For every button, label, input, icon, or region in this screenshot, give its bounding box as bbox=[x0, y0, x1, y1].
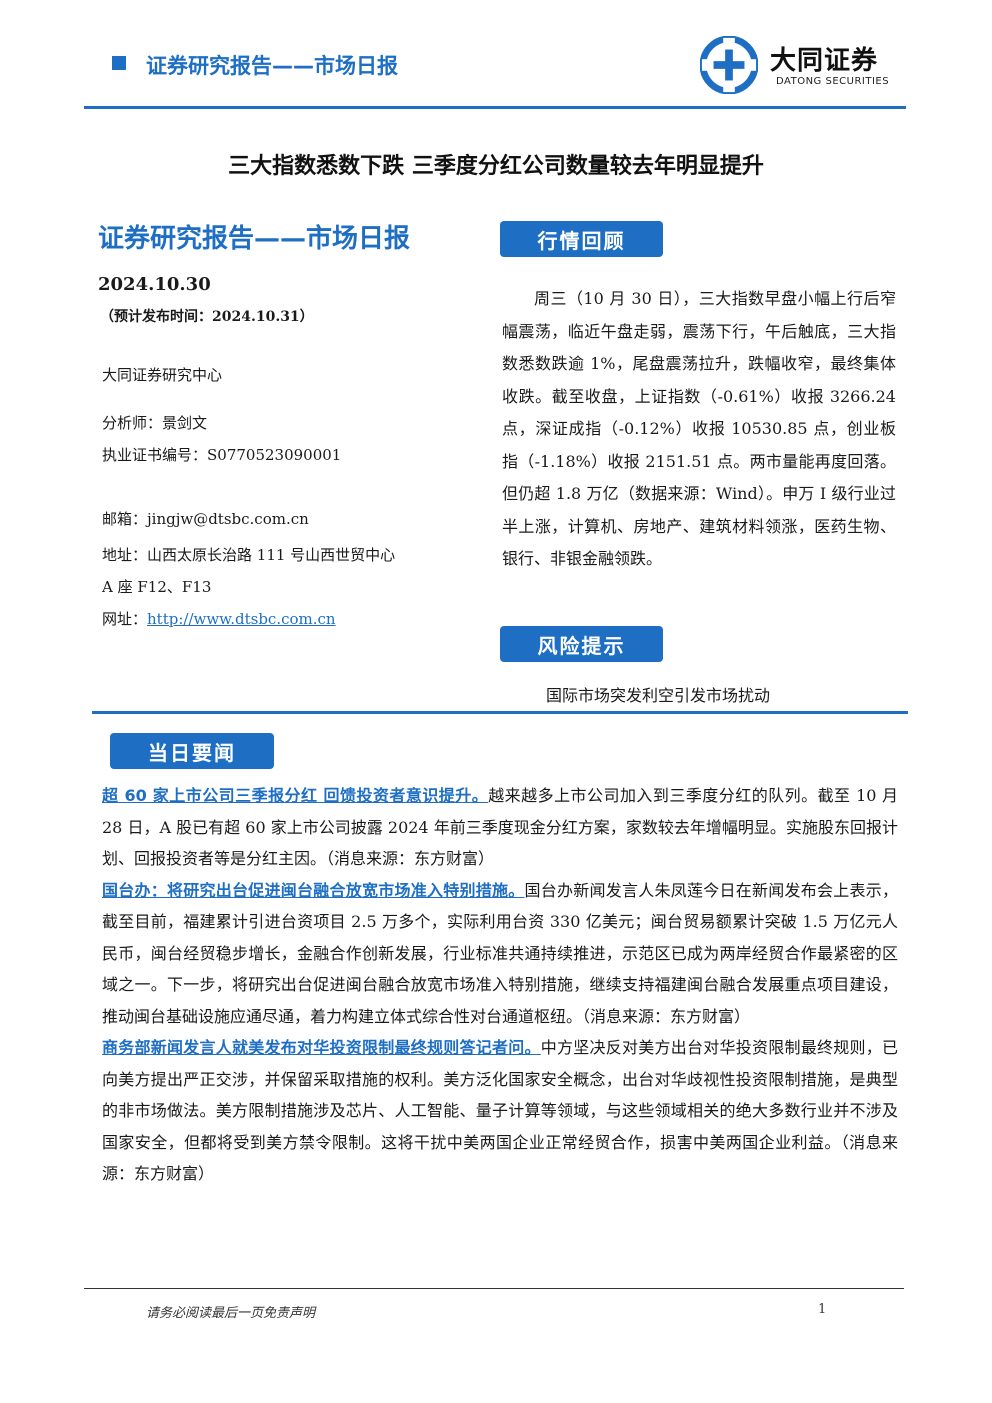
news-body: 国台办新闻发言人朱凤莲今日在新闻发布会上表示，截至目前，福建累计引进台资项目 2… bbox=[102, 880, 898, 1026]
website-link[interactable]: http://www.dtsbc.com.cn bbox=[147, 610, 336, 628]
website-label: 网址： bbox=[102, 610, 148, 628]
left-report-heading: 证券研究报告——市场日报 bbox=[98, 224, 411, 254]
section-divider bbox=[92, 711, 908, 714]
news-body: 中方坚决反对美方出台对华投资限制最终规则，已向美方提出严正交涉，并保留采取措施的… bbox=[102, 1038, 898, 1183]
report-date: 2024.10.30 bbox=[98, 274, 211, 295]
logo-english-name: DATONG SECURITIES bbox=[776, 76, 890, 87]
news-item: 商务部新闻发言人就美发布对华投资限制最终规则答记者问。中方坚决反对美方出台对华投… bbox=[102, 1032, 898, 1190]
news-headline-link[interactable]: 国台办：将研究出台促进闽台融合放宽市场准入特别措施。 bbox=[102, 880, 525, 900]
daily-news-label: 当日要闻 bbox=[110, 733, 274, 769]
header-square-icon bbox=[112, 56, 126, 70]
footer-divider bbox=[84, 1288, 904, 1289]
address-line-1: 地址：山西太原长治路 111 号山西世贸中心 bbox=[102, 546, 396, 564]
research-center: 大同证券研究中心 bbox=[102, 366, 223, 384]
news-body: 越来越多上市公司加入到三季度分红的队列。截至 10 月 28 日，A 股已有超 … bbox=[102, 786, 898, 868]
publish-time: （预计发布时间：2024.10.31） bbox=[100, 309, 314, 325]
header-report-type: 证券研究报告——市场日报 bbox=[146, 54, 398, 78]
address-line-2: A 座 F12、F13 bbox=[102, 578, 212, 596]
market-review-text: 周三（10 月 30 日），三大指数早盘小幅上行后窄幅震荡，临近午盘走弱，震荡下… bbox=[502, 289, 896, 568]
risk-warning-label: 风险提示 bbox=[500, 626, 663, 662]
report-title: 三大指数悉数下跌 三季度分红公司数量较去年明显提升 bbox=[228, 154, 764, 179]
news-list: 超 60 家上市公司三季报分红 回馈投资者意识提升。越来越多上市公司加入到三季度… bbox=[102, 780, 898, 1190]
page-number: 1 bbox=[818, 1302, 827, 1317]
news-item: 国台办：将研究出台促进闽台融合放宽市场准入特别措施。国台办新闻发言人朱凤莲今日在… bbox=[102, 875, 898, 1033]
logo-chinese-name: 大同证券 bbox=[770, 46, 879, 76]
header-divider bbox=[84, 106, 906, 109]
news-headline-link[interactable]: 商务部新闻发言人就美发布对华投资限制最终规则答记者问。 bbox=[102, 1038, 541, 1057]
analyst-name: 分析师：景剑文 bbox=[102, 414, 208, 432]
news-item: 超 60 家上市公司三季报分红 回馈投资者意识提升。越来越多上市公司加入到三季度… bbox=[102, 780, 898, 875]
market-review-label: 行情回顾 bbox=[500, 221, 663, 257]
footer-disclaimer: 请务必阅读最后一页免责声明 bbox=[146, 1306, 316, 1321]
email: 邮箱：jingjw@dtsbc.com.cn bbox=[102, 510, 309, 528]
risk-warning-text: 国际市场突发利空引发市场扰动 bbox=[546, 686, 771, 705]
website-row: 网址：http://www.dtsbc.com.cn bbox=[102, 608, 336, 629]
certificate-number: 执业证书编号：S0770523090001 bbox=[102, 446, 342, 464]
datong-logo-icon bbox=[700, 36, 758, 94]
news-headline-link[interactable]: 超 60 家上市公司三季报分红 回馈投资者意识提升。 bbox=[102, 786, 489, 805]
